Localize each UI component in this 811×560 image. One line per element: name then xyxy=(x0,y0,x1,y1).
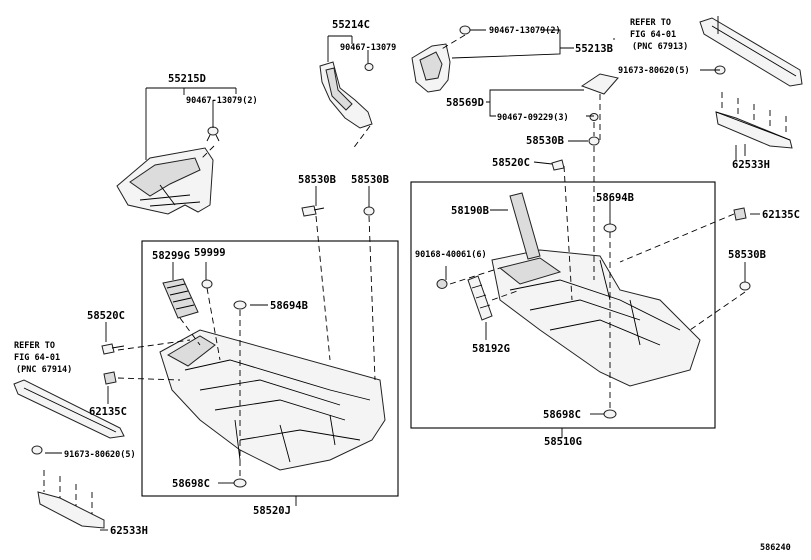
label-refer-to-right-1: REFER TO xyxy=(630,18,671,28)
label-62135c-left: 62135C xyxy=(89,406,127,418)
label-91673-80620-5-right: 91673-80620(5) xyxy=(618,66,690,76)
label-90467-13079-2-left: 90467-13079(2) xyxy=(186,96,258,106)
label-refer-to-left-1: REFER TO xyxy=(14,341,55,351)
part-58530b-clips-left xyxy=(301,205,375,217)
label-58520c-top: 58520C xyxy=(492,157,530,169)
label-58530b-left2: 58530B xyxy=(351,174,389,186)
part-58530b-58520c-clips xyxy=(551,113,600,171)
part-58698c-clip-right xyxy=(603,409,617,419)
part-58520j-console-box xyxy=(159,329,386,471)
part-58520c-pin-left xyxy=(101,343,125,355)
part-58569d-pad xyxy=(580,73,619,95)
part-62135c-clip-right xyxy=(733,207,747,221)
label-58698c-left: 58698C xyxy=(172,478,210,490)
label-refer-to-right-2: FIG 64-01 xyxy=(630,30,676,40)
part-55213b-bracket xyxy=(411,25,471,93)
part-left-sill-trim xyxy=(13,379,125,439)
part-58694b-clip-left xyxy=(233,300,247,310)
label-62135c-right: 62135C xyxy=(762,209,800,221)
label-91673-80620-5-left: 91673-80620(5) xyxy=(64,450,136,460)
label-55213b: 55213B xyxy=(575,43,613,55)
part-58192g-strip xyxy=(467,275,493,321)
clip-90467-13079-left xyxy=(206,126,220,142)
part-58530b-clip-right xyxy=(739,281,751,291)
label-58694b-right: 58694B xyxy=(596,192,634,204)
part-right-sill-trim xyxy=(699,17,803,87)
label-refer-to-left-3: (PNC 67914) xyxy=(16,365,72,375)
part-62533h-left-rail xyxy=(31,445,105,529)
label-58698c-right: 58698C xyxy=(543,409,581,421)
assembly-dashed-lines xyxy=(117,34,746,478)
part-58299g-grille xyxy=(162,278,199,319)
label-90467-13079-2-right: 90467-13079(2) xyxy=(489,26,561,36)
part-58510g-console-box xyxy=(491,249,701,387)
label-58569d: 58569D xyxy=(446,97,484,109)
part-55215d-panel xyxy=(116,147,214,215)
part-55214c-bracket xyxy=(319,61,374,129)
label-58520j: 58520J xyxy=(253,505,291,517)
label-58299g: 58299G xyxy=(152,250,190,262)
label-refer-to-left-2: FIG 64-01 xyxy=(14,353,60,363)
label-59999: 59999 xyxy=(194,247,226,259)
label-90168-40061-6: 90168-40061(6) xyxy=(415,250,487,260)
leader-lines xyxy=(45,16,760,531)
label-62533h-right: 62533H xyxy=(732,159,770,171)
label-58190b: 58190B xyxy=(451,205,489,217)
part-58694b-clip-right xyxy=(603,223,617,233)
part-58190b-gasket xyxy=(509,192,541,260)
part-62135c-clip-left xyxy=(103,371,117,385)
part-62533h-right-rail xyxy=(714,65,793,149)
part-58698c-clip-left xyxy=(233,478,247,488)
label-90467-09229-3: 90467-09229(3) xyxy=(497,113,569,123)
group-box-58520j xyxy=(141,240,399,497)
label-refer-to-right-3: (PNC 67913) xyxy=(632,42,688,52)
label-55214c: 55214C xyxy=(332,19,370,31)
label-58694b-left: 58694B xyxy=(270,300,308,312)
label-58520c-left: 58520C xyxy=(87,310,125,322)
part-labels: 55215D 90467-13079(2) 55214C 90467-13079… xyxy=(14,18,800,553)
label-55215d: 55215D xyxy=(168,73,206,85)
label-58530b-top: 58530B xyxy=(526,135,564,147)
label-62533h-left: 62533H xyxy=(110,525,148,537)
part-59999-clip xyxy=(201,279,213,289)
part-90168-40061-clip xyxy=(436,279,448,289)
label-58510g: 58510G xyxy=(544,436,582,448)
diagram-id: 586240 xyxy=(760,543,791,553)
label-58192g: 58192G xyxy=(472,343,510,355)
label-58530b-right: 58530B xyxy=(728,249,766,261)
label-90467-13079: 90467-13079 xyxy=(340,43,396,53)
group-box-58510g xyxy=(410,181,716,429)
label-58530b-left1: 58530B xyxy=(298,174,336,186)
